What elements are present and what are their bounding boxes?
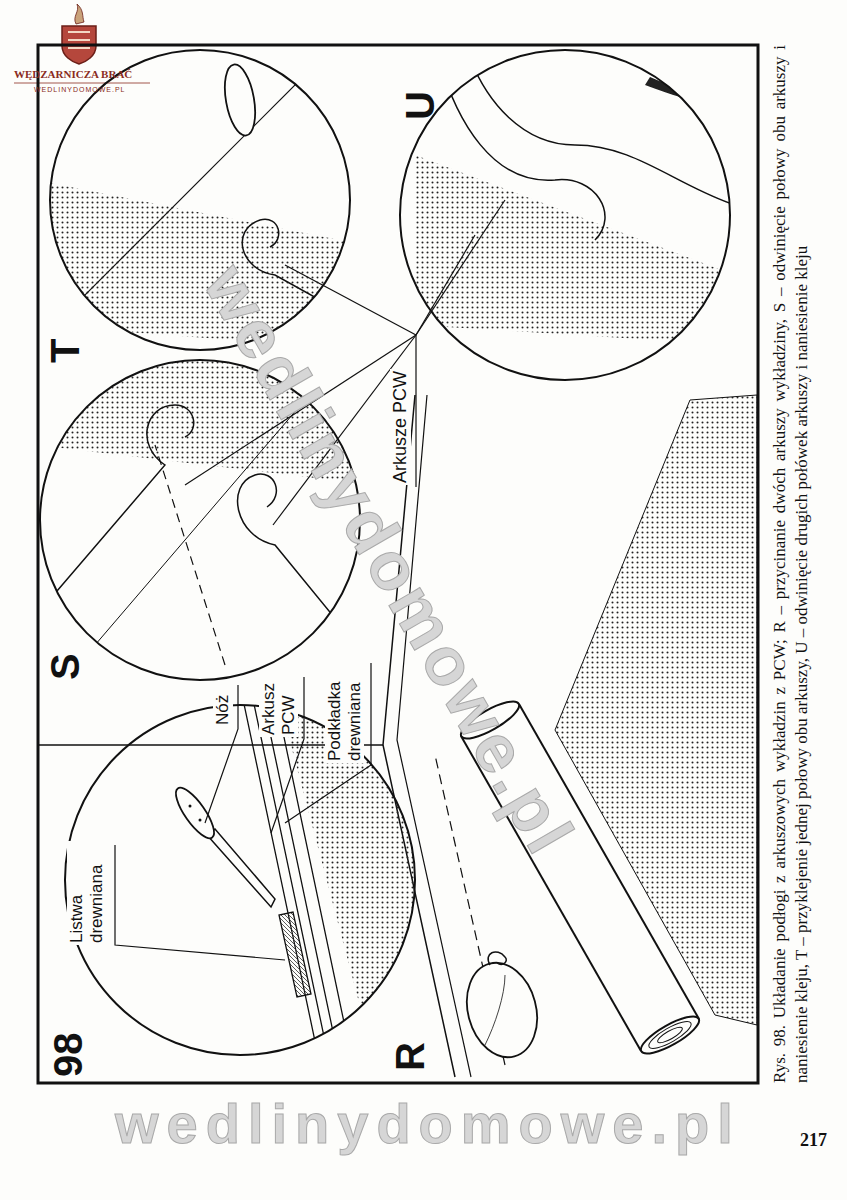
detail-u xyxy=(415,45,735,345)
panel-letter: S xyxy=(42,653,88,680)
logo-rule xyxy=(14,83,150,84)
detail-r xyxy=(170,685,435,1065)
crest-smoke xyxy=(75,4,84,24)
panel-letter: T xyxy=(42,339,88,363)
figure-border xyxy=(38,45,758,1083)
panel-letter: U xyxy=(397,91,443,120)
glue-bag xyxy=(457,952,548,1065)
part-label: Arkusze PCW xyxy=(390,369,411,485)
logo-name: WĘDZARNICZA BRAĆ xyxy=(14,68,132,81)
detail-circle xyxy=(400,50,730,380)
watermark: wedlinydomowe.pl xyxy=(115,1092,741,1156)
rotated-figure: 98 R Listwa drewniana Nóż Arkusz PCW Podkładk… xyxy=(35,40,840,1085)
part-label: Nóż xyxy=(213,693,233,727)
part-label: Listwa drewniana xyxy=(67,841,106,945)
figure-number: 98 xyxy=(45,1033,91,1078)
panel-letter: R xyxy=(387,1042,433,1071)
part-label: Arkusz PCW xyxy=(259,671,298,737)
logo-url: WEDLINYDOMOWE.PL xyxy=(34,86,125,94)
figure-caption: Rys. 98. Układanie podłogi z arkuszowych… xyxy=(769,45,813,1083)
page-number: 217 xyxy=(800,1130,827,1151)
part-label: Podkładka drewniana xyxy=(325,659,364,763)
